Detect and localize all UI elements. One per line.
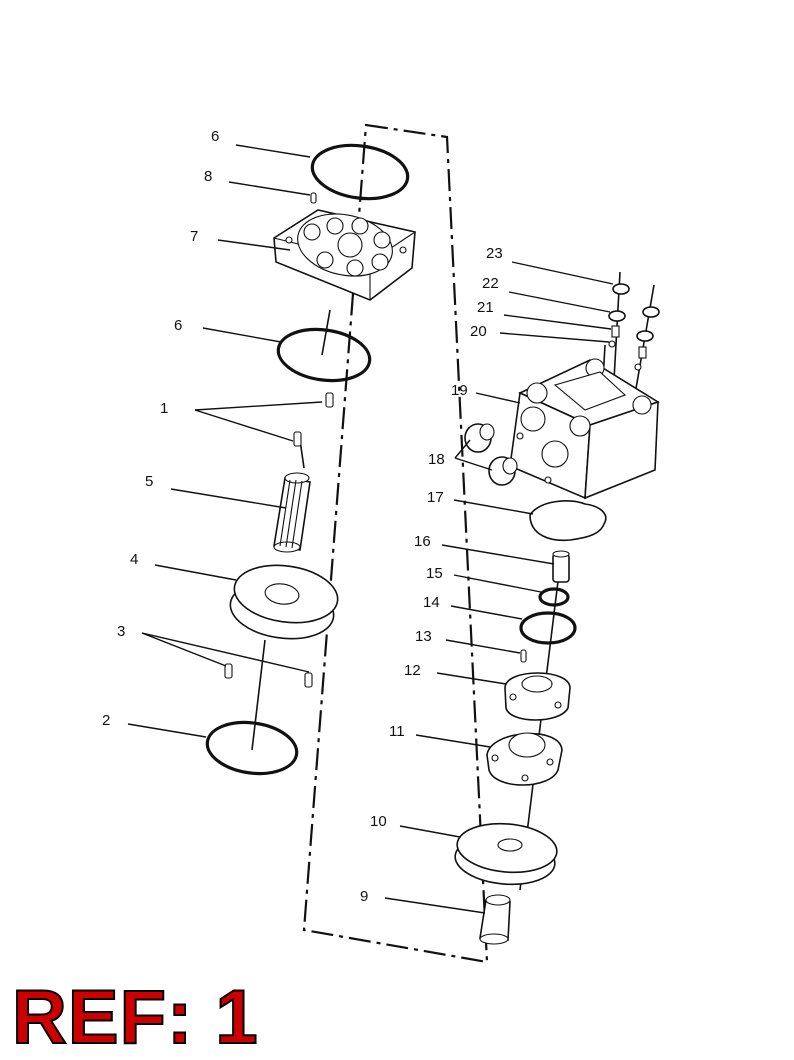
part-7-end-plate [273, 209, 416, 301]
part-6-o-ring-top [310, 143, 410, 201]
leader-9 [384, 897, 486, 914]
leader-8 [228, 181, 311, 196]
assembly-boundary [302, 123, 489, 964]
leader-7 [217, 239, 291, 251]
part-18-plug-upper [464, 423, 495, 453]
part-20-ball-left [608, 340, 616, 348]
part-22-washer-left [608, 310, 626, 322]
callout-17: 17 [427, 489, 444, 506]
leader-22 [508, 291, 611, 313]
leader-3b [141, 632, 310, 673]
callout-15: 15 [426, 565, 443, 582]
part-19-valve-housing [509, 358, 660, 500]
leader-13 [445, 639, 521, 654]
part-5-splined-shaft [273, 472, 311, 553]
callout-21: 21 [477, 299, 494, 316]
leader-14 [450, 605, 523, 620]
part-23-plug-right [633, 284, 660, 401]
leader-15 [453, 574, 542, 593]
leader-3a [141, 632, 227, 667]
callout-7: 7 [190, 228, 198, 245]
callout-23: 23 [486, 245, 503, 262]
leader-16 [441, 544, 555, 565]
callout-6-lower: 6 [174, 317, 182, 334]
leader-11 [415, 734, 491, 748]
leader-12 [436, 672, 507, 685]
left-center-axis [321, 309, 331, 356]
part-3-screw-left [224, 663, 233, 679]
part-4-disc [229, 564, 339, 640]
reference-label: REF: 1 [11, 975, 259, 1060]
part-17-gasket [529, 500, 607, 542]
part-11-gerotor-set [486, 732, 563, 786]
leader-18a [454, 439, 471, 459]
part-6-o-ring-lower [276, 327, 372, 383]
callout-5: 5 [145, 473, 153, 490]
leader-4 [154, 564, 237, 581]
callout-2: 2 [102, 712, 110, 729]
part-13-pin [520, 649, 527, 663]
callout-9: 9 [360, 888, 368, 905]
part-8-pin [310, 192, 317, 204]
leader-6b [202, 327, 282, 343]
leader-20 [499, 332, 610, 343]
part-20-ball-right [634, 363, 642, 371]
callout-8: 8 [204, 168, 212, 185]
part-12-manifold-plate [504, 672, 571, 721]
leader-23 [511, 261, 614, 285]
part-18-plug-lower [488, 456, 518, 486]
leader-19 [475, 392, 521, 404]
callout-10: 10 [370, 813, 387, 830]
callout-3: 3 [117, 623, 125, 640]
part-16-sleeve [552, 550, 570, 583]
part-9-drive-link [479, 894, 511, 945]
callout-11: 11 [389, 723, 405, 740]
part-3-screw-right [304, 672, 313, 688]
leader-21 [503, 314, 612, 330]
part-1-screw-lower [293, 431, 302, 447]
part-14-o-ring [519, 611, 577, 645]
callout-12: 12 [404, 662, 421, 679]
part-15-o-ring-small [538, 587, 570, 607]
left-center-axis-bottom [251, 639, 266, 751]
callout-6-top: 6 [211, 128, 219, 145]
callout-14: 14 [423, 594, 440, 611]
callout-1: 1 [160, 400, 168, 417]
leader-2 [127, 723, 207, 738]
leader-18b [454, 457, 493, 471]
leader-5 [170, 488, 287, 509]
leader-10 [399, 825, 461, 838]
part-21-spring-right [638, 346, 647, 359]
leader-17 [453, 499, 534, 515]
part-21-spring-left [611, 325, 620, 338]
callout-4: 4 [130, 551, 138, 568]
part-10-wear-plate [454, 822, 558, 886]
callout-18: 18 [428, 451, 445, 468]
leader-1b [194, 409, 294, 442]
callout-19: 19 [451, 382, 468, 399]
leader-1a [194, 401, 323, 411]
part-2-o-ring [205, 720, 299, 776]
callout-22: 22 [482, 275, 499, 292]
part-1-screw-upper [325, 392, 334, 408]
leader-6a [235, 144, 311, 158]
part-22-washer-right [636, 330, 654, 342]
callout-20: 20 [470, 323, 487, 340]
callout-13: 13 [415, 628, 432, 645]
callout-16: 16 [414, 533, 431, 550]
